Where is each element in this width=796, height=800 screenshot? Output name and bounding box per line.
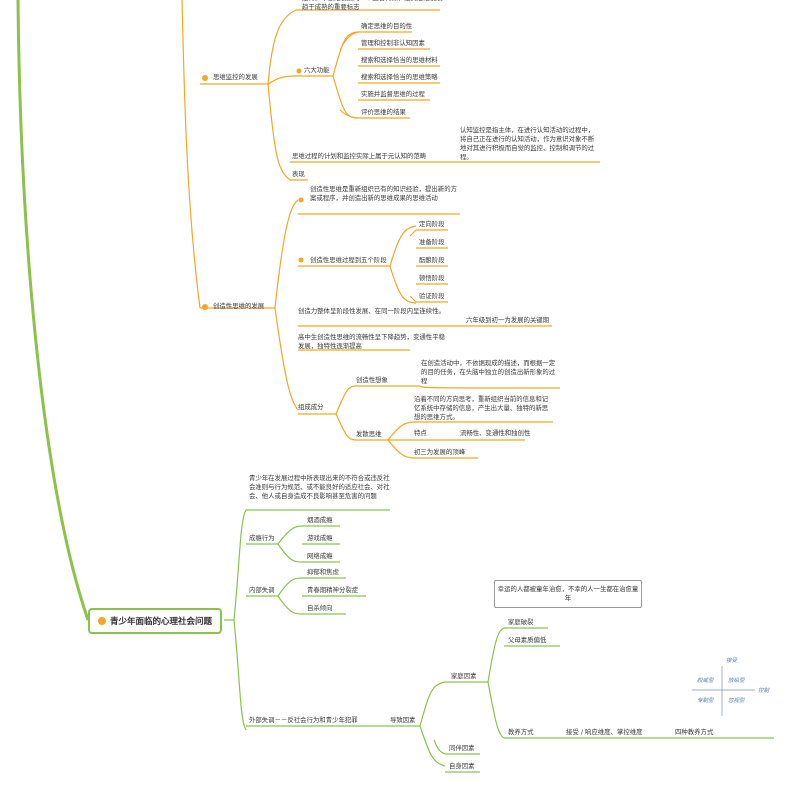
- sketch-permissive: 放纵型: [728, 678, 745, 684]
- addictive-item-1[interactable]: 烟酒成瘾: [307, 516, 333, 524]
- external-label[interactable]: 外部失调－－反社会行为和青少年犯罪: [249, 716, 358, 724]
- parenting-label[interactable]: 教养方式: [508, 728, 534, 736]
- causes-label[interactable]: 导致因素: [390, 716, 416, 724]
- parenting-detail: 接受 / 响应维度、掌控维度: [566, 728, 643, 736]
- monitoring-top-note: 是青少年思维发展的一个显著特点，是其思维发展趋于成熟的重要标志: [302, 0, 443, 11]
- metacognition[interactable]: 思维过程的计划和监控实际上属于元认知的范畴: [292, 152, 427, 160]
- node-dots-orange: [202, 68, 304, 310]
- parenting-types[interactable]: 四种教养方式: [675, 728, 714, 736]
- function-item-6[interactable]: 评价思维的结果: [361, 108, 406, 116]
- peer-label[interactable]: 同伴因素: [449, 744, 475, 752]
- divergent-detail: 沿着不同的方向思考，重新组织当前的信息和记忆系统中存储的信息，产生出大量、独特的…: [414, 395, 549, 421]
- childhood-note: 幸运的人都被童年治愈，不幸的人一生都在治愈童年: [494, 580, 642, 608]
- monitoring-title[interactable]: 思维监控的发展: [213, 73, 258, 81]
- branch-lines-green: [224, 509, 774, 773]
- divergent-label[interactable]: 发散思维: [356, 430, 382, 438]
- traits-detail: 流畅性、变通性和独创性: [460, 429, 531, 437]
- senior-text[interactable]: 高中生创造性思维的流畅性呈下降趋势，变通性平稳发展，独特性逐渐提高: [298, 333, 445, 350]
- sketch-axis-accept: 接受: [726, 658, 738, 664]
- family-item-1[interactable]: 家庭破裂: [508, 618, 534, 626]
- function-item-5[interactable]: 实施并监督思维的过程: [361, 90, 425, 98]
- function-item-1[interactable]: 确定思维的目的性: [361, 22, 413, 30]
- creative-title[interactable]: 创造性思维的发展: [213, 302, 265, 310]
- imagination-detail: 在创造活动中，不依据现成的描述，而根据一定的目的任务，在头脑中独立的创造出新形象…: [421, 359, 556, 385]
- balance-text[interactable]: 创造力整体呈阶段性发展、在同一阶段内呈连续性。: [298, 307, 445, 315]
- main-topic-social-problems[interactable]: 青少年面临的心理社会问题: [88, 608, 223, 634]
- metacognition-detail: 认知监控是指主体，在进行认知活动的过程中，将自己正在进行的认知活动，作为意识对象…: [460, 126, 595, 161]
- stage-item-4[interactable]: 顿悟阶段: [419, 274, 445, 282]
- social-definition: 青少年在发展过程中所表现出来的不符合或违反社会准则与行为规范、或不能良好的适应社…: [249, 474, 390, 500]
- internal-label[interactable]: 内部失调: [249, 586, 275, 594]
- stage-item-3[interactable]: 酝酿阶段: [419, 256, 445, 264]
- traits-label[interactable]: 特点: [414, 429, 427, 437]
- branch-lines-orange: [181, 0, 600, 459]
- addictive-label[interactable]: 成瘾行为: [249, 534, 275, 542]
- sketch-axes: [692, 666, 755, 716]
- functions-title[interactable]: 六大功能: [304, 66, 330, 74]
- imagination-label[interactable]: 创造性想象: [356, 376, 388, 384]
- main-spine: [16, 0, 90, 621]
- manifest[interactable]: 表现: [292, 170, 305, 178]
- function-item-2[interactable]: 管理和控制非认知因素: [361, 39, 425, 47]
- addictive-item-2[interactable]: 游戏成瘾: [307, 534, 333, 542]
- peak-label[interactable]: 初三为发展的顶峰: [414, 448, 466, 456]
- sketch-authoritarian: 专制型: [697, 698, 714, 704]
- sketch-authoritative: 权威型: [697, 678, 714, 684]
- stages-title[interactable]: 创造性思维过程到五个阶段: [310, 256, 387, 264]
- sketch-neglectful: 忽视型: [728, 698, 745, 704]
- creative-definition: 创造性思维是重新组织已有的知识经验，提出新的方案或程序，并创造出新的思维成果的思…: [310, 185, 457, 202]
- sketch-axis-control: 控制: [758, 688, 770, 694]
- topic-dot-icon: [98, 617, 106, 625]
- family-label[interactable]: 家庭因素: [451, 672, 477, 680]
- function-item-4[interactable]: 搜索和选择恰当的思维策略: [361, 73, 438, 81]
- internal-item-1[interactable]: 抑郁和焦虑: [307, 568, 339, 576]
- main-topic-label: 青少年面临的心理社会问题: [110, 617, 213, 627]
- balance-note: 六年级到初一为发展的关键期: [466, 316, 550, 324]
- family-item-2[interactable]: 父母素质偏低: [508, 636, 547, 644]
- components-title[interactable]: 组成成分: [298, 403, 324, 411]
- stage-item-1[interactable]: 定向阶段: [419, 220, 445, 228]
- self-label[interactable]: 自身因素: [449, 762, 475, 770]
- internal-item-2[interactable]: 青春期精神分裂症: [307, 586, 359, 594]
- stage-item-5[interactable]: 验证阶段: [419, 292, 445, 300]
- internal-item-3[interactable]: 自杀倾向: [307, 604, 333, 612]
- function-item-3[interactable]: 搜索和选择恰当的思维材料: [361, 56, 438, 64]
- stage-item-2[interactable]: 准备阶段: [419, 238, 445, 246]
- addictive-item-3[interactable]: 网络成瘾: [307, 552, 333, 560]
